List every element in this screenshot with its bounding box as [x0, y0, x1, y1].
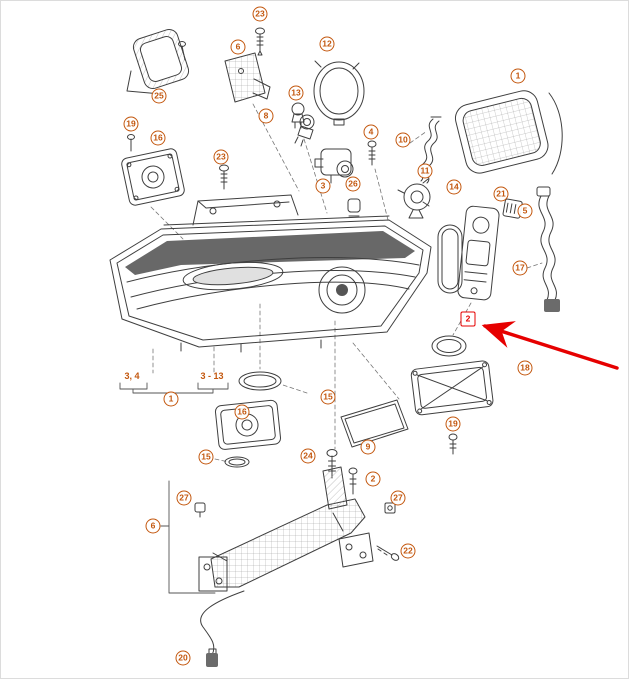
part-callout-23-11[interactable]: 23: [213, 149, 229, 165]
part-cable-20: [200, 590, 245, 667]
part-callout-4-9[interactable]: 4: [363, 124, 379, 140]
part-screw-19-upper: [127, 134, 135, 152]
part-oring-right: [431, 335, 467, 357]
part-clip-27-right: [384, 502, 396, 514]
part-callout-15-26[interactable]: 15: [198, 449, 214, 465]
part-igniter-16-upper: [121, 148, 185, 206]
part-callout-26-13[interactable]: 26: [345, 176, 361, 192]
part-callout-2-19[interactable]: 2: [460, 311, 476, 327]
part-ring-12: [313, 60, 365, 126]
part-callout-20-33[interactable]: 20: [175, 650, 191, 666]
group-range-label-0: 3, 4: [124, 371, 140, 381]
part-cap-26: [347, 198, 361, 217]
part-callout-15-21[interactable]: 15: [320, 389, 336, 405]
part-ballast-16-lower: [214, 399, 282, 450]
part-headlight-assembly: [109, 215, 432, 353]
part-callout-14-15[interactable]: 14: [446, 179, 462, 195]
part-bulb-13: [291, 102, 305, 129]
part-screw-23-top: [255, 27, 265, 56]
part-gasket-14: [437, 224, 463, 294]
part-callout-12-2[interactable]: 12: [319, 36, 335, 52]
part-callout-25-3[interactable]: 25: [151, 88, 167, 104]
part-callout-1-6[interactable]: 1: [510, 68, 526, 84]
part-callout-10-10[interactable]: 10: [395, 132, 411, 148]
part-screw-22: [376, 545, 400, 561]
part-callout-16-22[interactable]: 16: [234, 404, 250, 420]
group-bracket-lines: [119, 382, 229, 594]
group-range-label-1: 3 - 13: [200, 371, 224, 381]
part-callout-16-8[interactable]: 16: [150, 130, 166, 146]
part-callout-9-24[interactable]: 9: [360, 439, 376, 455]
part-callout-27-29[interactable]: 27: [176, 490, 192, 506]
red-arrow-annotation: [481, 321, 619, 370]
part-clip-27-left: [194, 502, 206, 518]
part-screw-4: [367, 140, 377, 166]
part-callout-6-31[interactable]: 6: [145, 518, 161, 534]
part-bracket-6: [224, 52, 271, 103]
part-callout-18-20[interactable]: 18: [517, 360, 533, 376]
part-screw-24: [326, 449, 338, 479]
part-module-2: [457, 205, 500, 301]
part-holder-11: [397, 178, 431, 219]
part-callout-8-5[interactable]: 8: [258, 108, 274, 124]
part-callout-11-14[interactable]: 11: [417, 163, 433, 179]
part-housing-1: [454, 90, 563, 175]
part-callout-23-0[interactable]: 23: [252, 6, 268, 22]
part-callout-27-30[interactable]: 27: [390, 490, 406, 506]
part-bracket-top-mount: [192, 194, 299, 226]
part-callout-1-25[interactable]: 1: [163, 391, 179, 407]
part-callout-3-12[interactable]: 3: [315, 178, 331, 194]
part-bulb-8: [294, 114, 315, 147]
part-oring-15-left: [238, 371, 282, 391]
part-callout-6-1[interactable]: 6: [230, 39, 246, 55]
part-screw-19-lower: [448, 433, 458, 455]
part-callout-22-32[interactable]: 22: [400, 543, 416, 559]
part-film-9: [340, 399, 409, 448]
part-callout-24-27[interactable]: 24: [300, 448, 316, 464]
part-callout-13-4[interactable]: 13: [288, 85, 304, 101]
part-screw-23-lower: [219, 164, 229, 190]
part-callout-5-17[interactable]: 5: [517, 203, 533, 219]
part-callout-2-28[interactable]: 2: [365, 471, 381, 487]
part-motor-3: [314, 148, 354, 184]
part-carrier-bracket: [198, 466, 374, 592]
part-cable-5: [536, 186, 560, 312]
part-callout-17-18[interactable]: 17: [512, 260, 528, 276]
part-callout-21-16[interactable]: 21: [493, 186, 509, 202]
part-ballast-18: [410, 360, 494, 416]
part-callout-19-7[interactable]: 19: [123, 116, 139, 132]
part-screw-2-lower: [348, 467, 358, 495]
part-cap-25: [126, 29, 190, 95]
part-oring-15-lower: [224, 456, 250, 468]
part-callout-19-23[interactable]: 19: [445, 416, 461, 432]
